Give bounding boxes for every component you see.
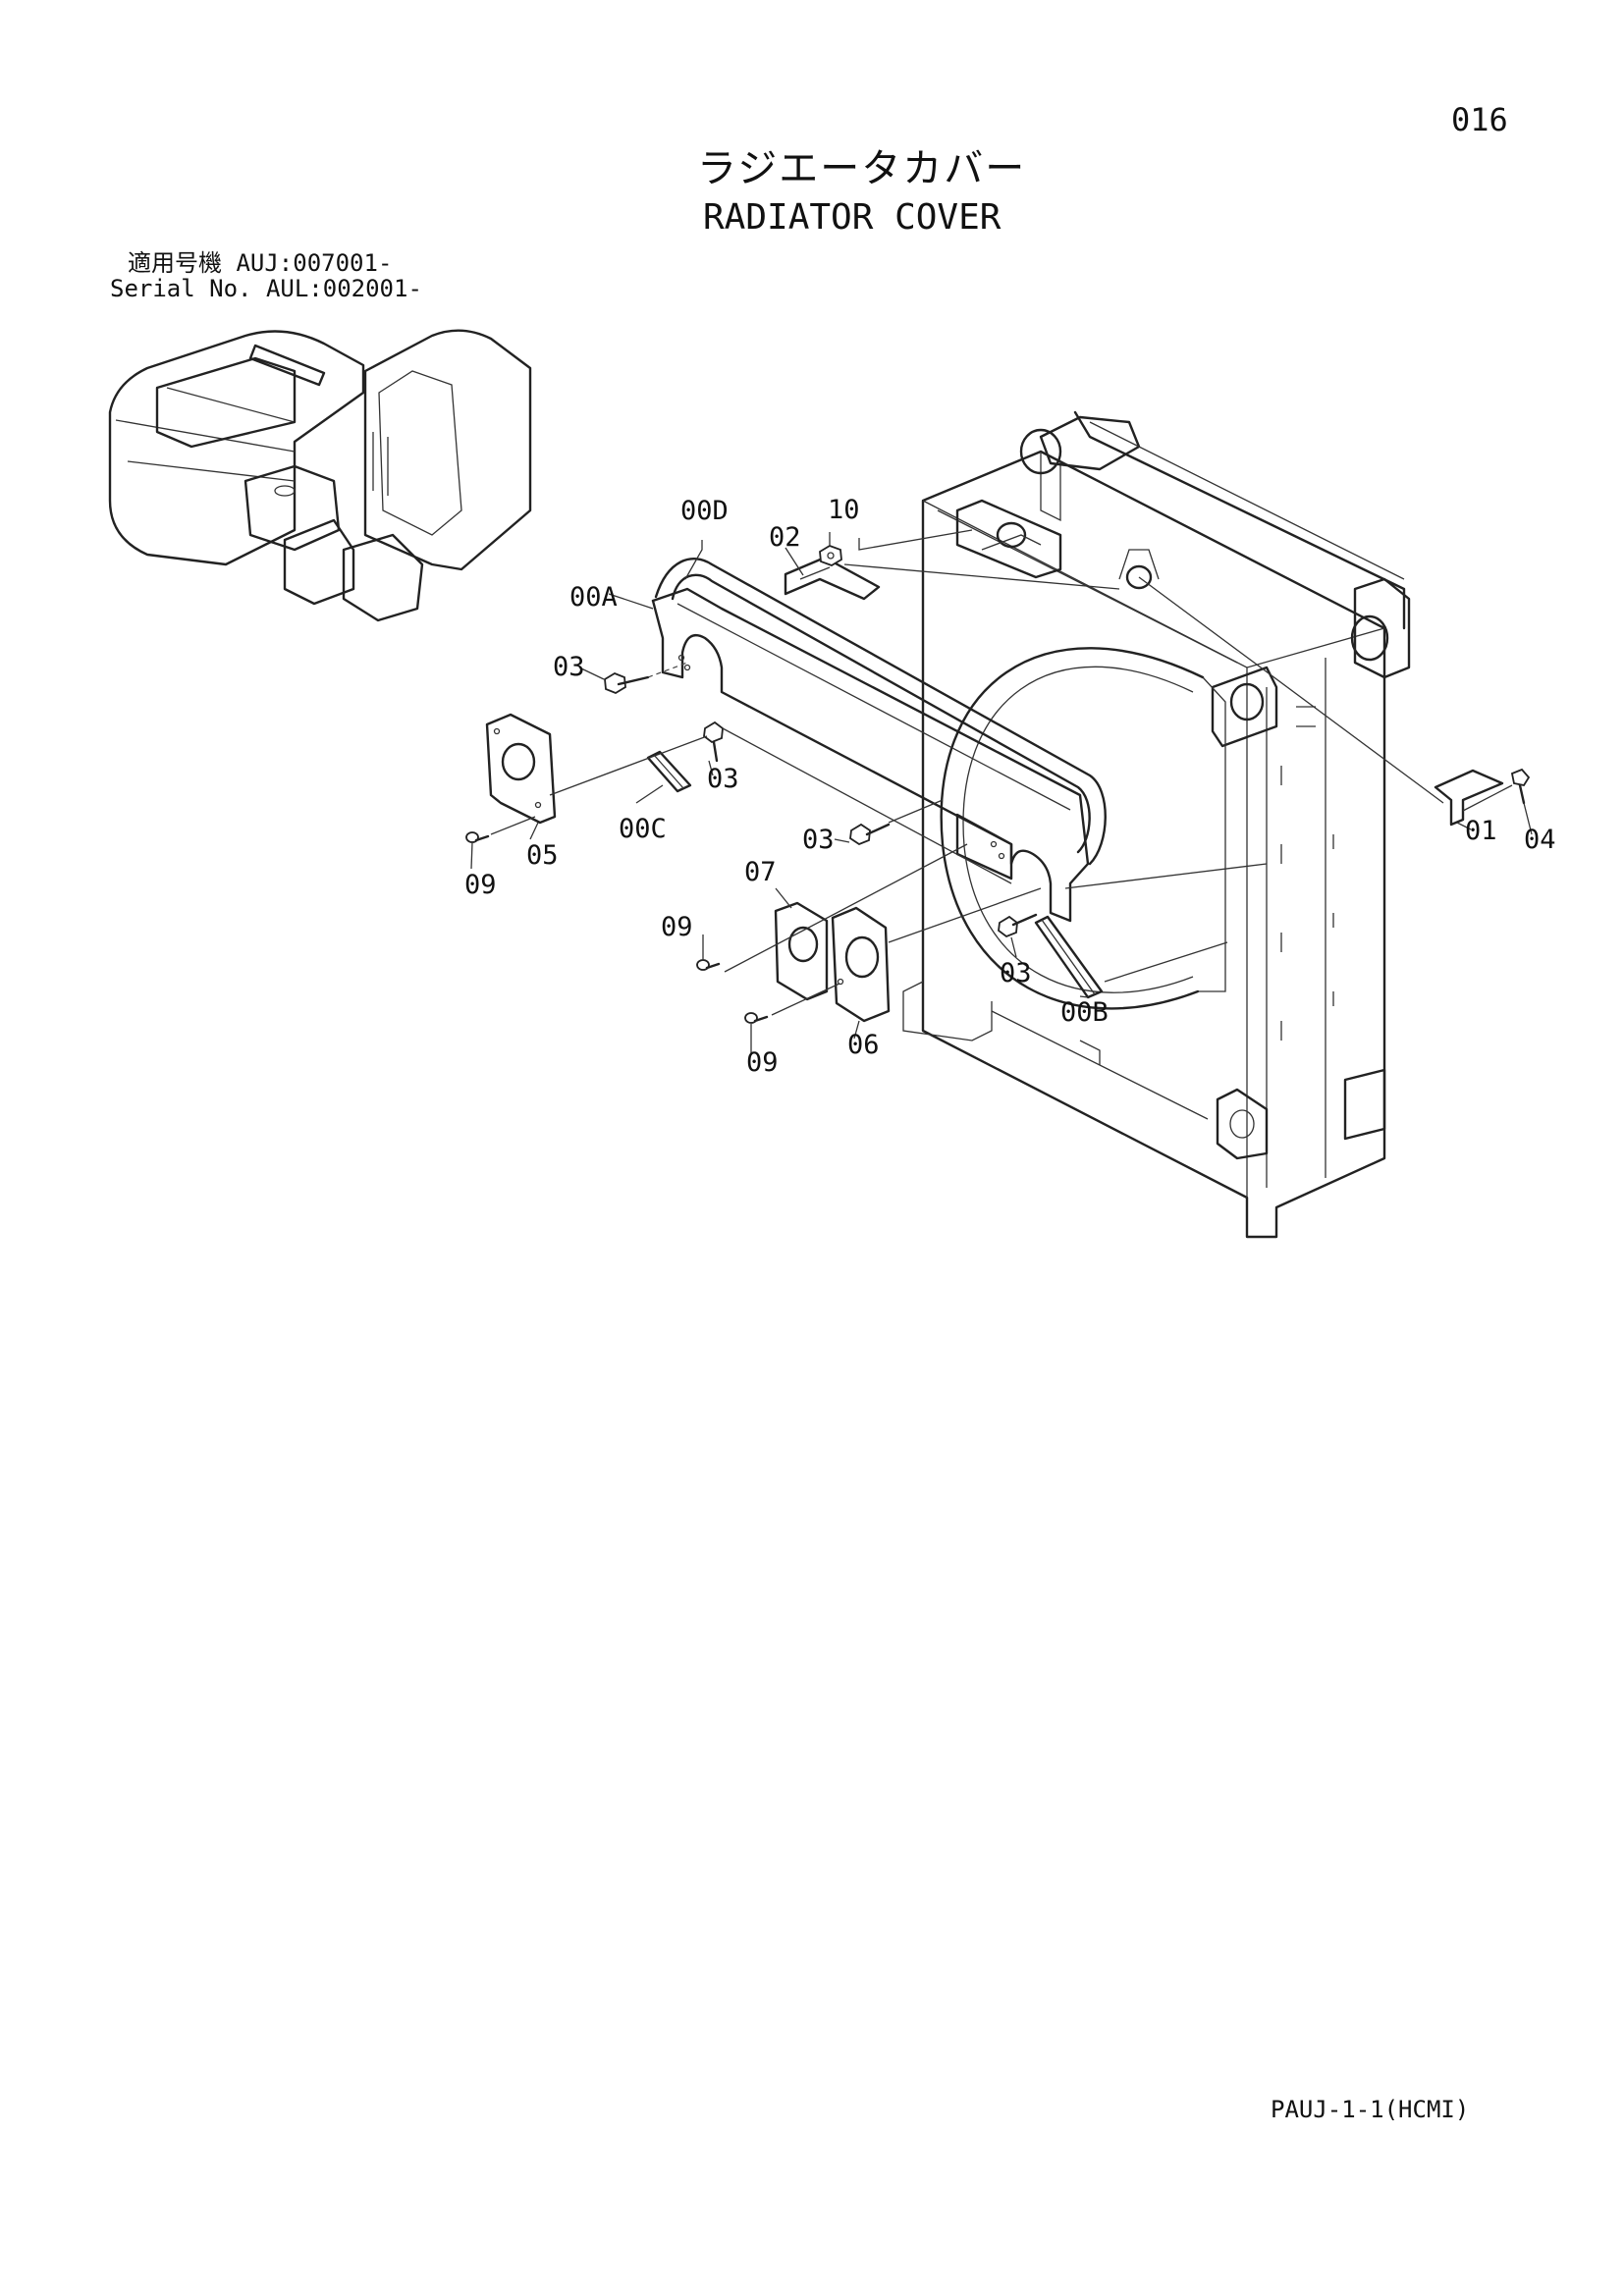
footer-code: PAUJ-1-1(HCMI) [1271, 2096, 1470, 2123]
serial-line-1: 適用号機 AUJ:007001- [128, 251, 392, 275]
part-00D-cover-strip [654, 558, 1107, 866]
machine-overview-sketch [108, 329, 532, 622]
page-number: 016 [1451, 101, 1508, 138]
part-01-bracket [1434, 769, 1504, 827]
callout-02: 02 [769, 522, 801, 553]
callout-00D: 00D [680, 496, 729, 526]
callout-09-left: 09 [464, 870, 497, 900]
callout-09-bottom: 09 [746, 1047, 779, 1078]
callout-07: 07 [744, 857, 777, 887]
part-04-bolt [1510, 768, 1531, 805]
callout-03-middle: 03 [707, 764, 739, 794]
part-10-nut [819, 545, 842, 566]
assembly-guide-lines [490, 529, 1513, 1016]
serial-value-1: AUJ:007001- [236, 249, 393, 277]
callout-03-right: 03 [1000, 958, 1032, 988]
part-05-plate [485, 713, 557, 825]
part-03-bolts [604, 671, 1038, 938]
callout-03-top: 03 [553, 652, 585, 682]
serial-label-jp: 適用号機 [128, 249, 222, 277]
callout-labels: 00D 02 10 00A 03 03 00C 03 05 09 07 09 0… [464, 495, 1556, 1078]
callout-00A: 00A [569, 582, 618, 613]
title-japanese: ラジエータカバー [697, 146, 1027, 191]
callout-09-middle: 09 [661, 912, 693, 942]
callout-06: 06 [847, 1030, 880, 1060]
callout-04: 04 [1524, 825, 1556, 855]
title-english: RADIATOR COVER [703, 197, 1001, 238]
callout-00B: 00B [1060, 997, 1109, 1028]
serial-label-en: Serial No. [110, 275, 252, 302]
serial-value-2: AUL:002001- [265, 275, 422, 302]
serial-line-2: Serial No. AUL:002001- [110, 277, 422, 300]
callout-01: 01 [1465, 816, 1497, 846]
part-00B-rubber [1034, 915, 1104, 999]
callout-leader-lines [470, 532, 1533, 1055]
part-00A-cover-plate [651, 587, 1090, 923]
part-00C-rubber [646, 750, 692, 793]
callout-10: 10 [828, 495, 860, 525]
part-07-plate [774, 901, 829, 1001]
callout-00C: 00C [619, 814, 667, 844]
part-06-plate [831, 906, 891, 1023]
part-09-screws [465, 831, 769, 1024]
callout-03-lower: 03 [802, 825, 835, 855]
callout-05: 05 [526, 840, 559, 871]
radiator-assembly [902, 410, 1411, 1239]
